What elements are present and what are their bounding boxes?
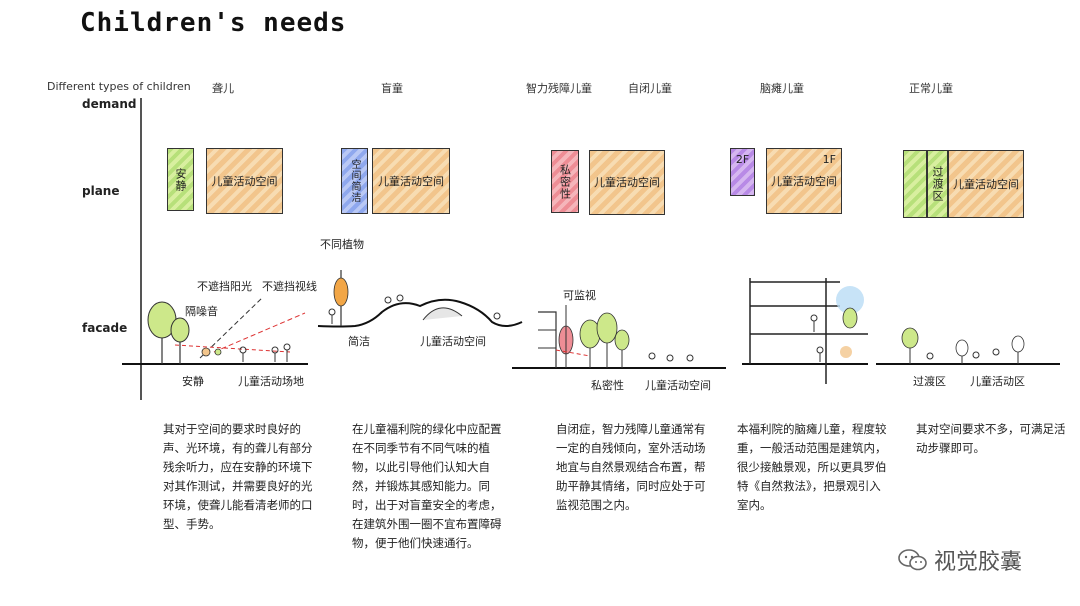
plane-autism-privacy-zone: 私密性 [551,150,579,213]
facade-cp-sketch [742,278,868,384]
plane-deaf-side-label: 安静 [174,167,187,192]
row-label-plane: plane [82,184,120,198]
facade-blind-sketch [317,270,523,328]
plane-cp-floor-label: 1F [822,153,836,166]
row-label-demand: demand [82,97,137,111]
row-label-facade: facade [82,321,128,335]
facade-normal-transition-label: 过渡区 [913,375,946,388]
description-normal: 其对空间要求不多，可满足活动步骤即可。 [916,422,1066,455]
facade-blind-plants-label: 不同植物 [320,238,364,251]
plane-autism-side-label: 私密性 [558,163,572,200]
plane-normal-activity-space: 儿童活动空间 [948,150,1024,218]
plane-normal-green-strip [903,150,927,218]
facade-blind-simple-label: 简洁 [348,335,370,348]
plane-normal-transition-zone: 过渡区 [927,150,948,218]
description-blind: 在儿童福利院的绿化中应配置在不同季节有不同气味的植物，以此引导他们认知大自然，并… [352,422,502,550]
facade-deaf-noise-label: 隔噪音 [185,305,218,318]
row-label-types: Different types of children [47,80,191,93]
plane-deaf-activity-space: 儿童活动空间 [206,148,283,214]
page-title: Children's needs [80,8,347,38]
plane-cp-main-label: 儿童活动空间 [771,174,837,188]
column-label-normal: 正常儿童 [909,82,953,95]
facade-deaf-sketch [122,297,308,365]
facade-autism-monitor-label: 可监视 [563,289,596,302]
facade-autism-area-label: 儿童活动空间 [645,379,711,392]
column-label-deaf: 聋儿 [212,82,234,95]
facade-deaf-sun-label: 不遮挡阳光 [197,280,252,293]
plane-blind-main-label: 儿童活动空间 [378,174,444,188]
plane-cp-activity-space: 1F 儿童活动空间 [766,148,842,214]
plane-autism-main-label: 儿童活动空间 [594,176,660,189]
facade-normal-area-label: 儿童活动区 [970,375,1025,388]
facade-normal-sketch [876,327,1060,365]
facade-deaf-view-label: 不遮挡视线 [262,280,317,293]
watermark: 视觉胶囊 [898,544,1022,576]
plane-blind-side-label: 空间简洁 [349,159,360,203]
plane-normal-side-label: 过渡区 [931,166,944,202]
plane-normal-main-label: 儿童活动空间 [953,177,1019,191]
description-deaf: 其对于空间的要求时良好的声、光环境，有的聋儿有部分残余听力，应在安静的环境下对其… [163,422,313,531]
plane-cp-side-label: 2F [735,153,750,166]
vertical-axis-line [140,98,142,400]
wechat-icon [898,549,927,571]
description-cp: 本福利院的脑瘫儿童，程度较重，一般活动范围是建筑内，很少接触景观，所以更具罗伯特… [737,422,887,512]
column-label-blind: 盲童 [381,82,403,95]
watermark-text: 视觉胶囊 [934,550,1023,575]
plane-cp-2f-zone: 2F [730,148,755,196]
plane-blind-simple-zone: 空间简洁 [341,148,368,214]
plane-autism-activity-space: 儿童活动空间 [589,150,665,215]
facade-blind-area-label: 儿童活动空间 [420,335,486,348]
column-label-cp: 脑瘫儿童 [760,82,804,95]
plane-deaf-quiet-zone: 安静 [167,148,194,211]
facade-autism-privacy-label: 私密性 [591,379,624,392]
column-label-intellectual: 智力残障儿童 [526,82,592,95]
facade-autism-sketch [512,305,726,369]
facade-deaf-quiet-label: 安静 [182,375,204,388]
plane-blind-activity-space: 儿童活动空间 [372,148,450,214]
column-label-autism: 自闭儿童 [628,82,672,95]
plane-deaf-main-label: 儿童活动空间 [211,174,278,188]
description-autism: 自闭症，智力残障儿童通常有一定的自残倾向，室外活动场地宜与自然景观结合布置，帮助… [556,422,706,512]
facade-deaf-area-label: 儿童活动场地 [238,375,304,388]
